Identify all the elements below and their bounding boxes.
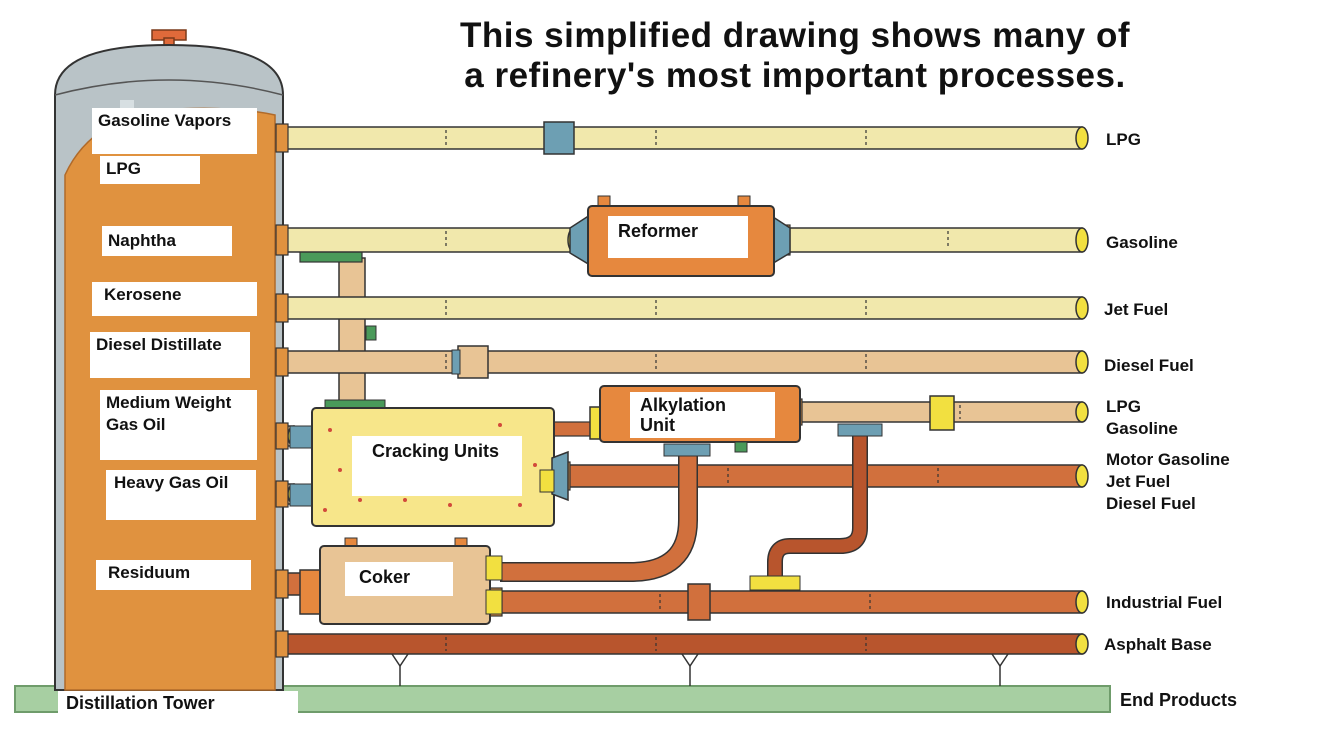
fraction-gasoline-vapors: Gasoline Vapors — [92, 108, 257, 154]
diagram-title-line1: This simplified drawing shows many of — [460, 16, 1130, 55]
product-cracked-diesel-fuel: Diesel Fuel — [1106, 494, 1196, 513]
fraction-kerosene: Kerosene — [92, 282, 257, 316]
naphtha-pipe — [285, 227, 575, 253]
gasoline-out-pipe — [787, 227, 1083, 253]
fraction-heavy-gas-oil: Heavy Gas Oil — [106, 470, 256, 520]
pipes — [275, 121, 1089, 686]
fraction-lpg: LPG — [100, 156, 200, 184]
product-lpg: LPG — [1106, 130, 1141, 149]
product-industrial-fuel: Industrial Fuel — [1106, 593, 1223, 612]
kerosene-pipe — [285, 296, 1083, 320]
product-alky-gasoline: Gasoline — [1106, 419, 1178, 438]
diagram-title-line2: a refinery's most important processes. — [464, 56, 1126, 95]
product-cracked-jet-fuel: Jet Fuel — [1106, 472, 1171, 491]
product-asphalt-base: Asphalt Base — [1104, 635, 1212, 654]
product-gasoline: Gasoline — [1106, 233, 1178, 252]
naphtha-down-pipe — [338, 257, 366, 403]
end-products-label: End Products — [1120, 690, 1238, 710]
fraction-naphtha: Naphtha — [102, 226, 232, 256]
product-motor-gasoline: Motor Gasoline — [1106, 450, 1230, 469]
distillation-tower-label: Distillation Tower — [58, 691, 298, 717]
product-diesel-fuel: Diesel Fuel — [1104, 356, 1194, 375]
lpg-pipe — [285, 126, 1083, 150]
industrial-fuel-pipe — [499, 590, 1083, 614]
fraction-diesel-distillate: Diesel Distillate — [90, 332, 250, 378]
asphalt-pipe — [285, 633, 1083, 655]
diesel-pipe — [285, 350, 1083, 374]
product-jet-fuel: Jet Fuel — [1104, 300, 1169, 319]
product-alky-lpg: LPG — [1106, 397, 1141, 416]
cracking-units-label: Cracking Units — [352, 436, 522, 496]
fraction-medium-weight-gas-oil: Medium Weight Gas Oil — [100, 390, 257, 460]
cracked-products-pipe — [567, 464, 1083, 488]
alkylation-unit-label: Alkylation Unit — [630, 392, 775, 438]
reformer-label: Reformer — [608, 216, 748, 258]
coker-label: Coker — [345, 562, 453, 596]
fraction-residuum: Residuum — [96, 560, 251, 590]
